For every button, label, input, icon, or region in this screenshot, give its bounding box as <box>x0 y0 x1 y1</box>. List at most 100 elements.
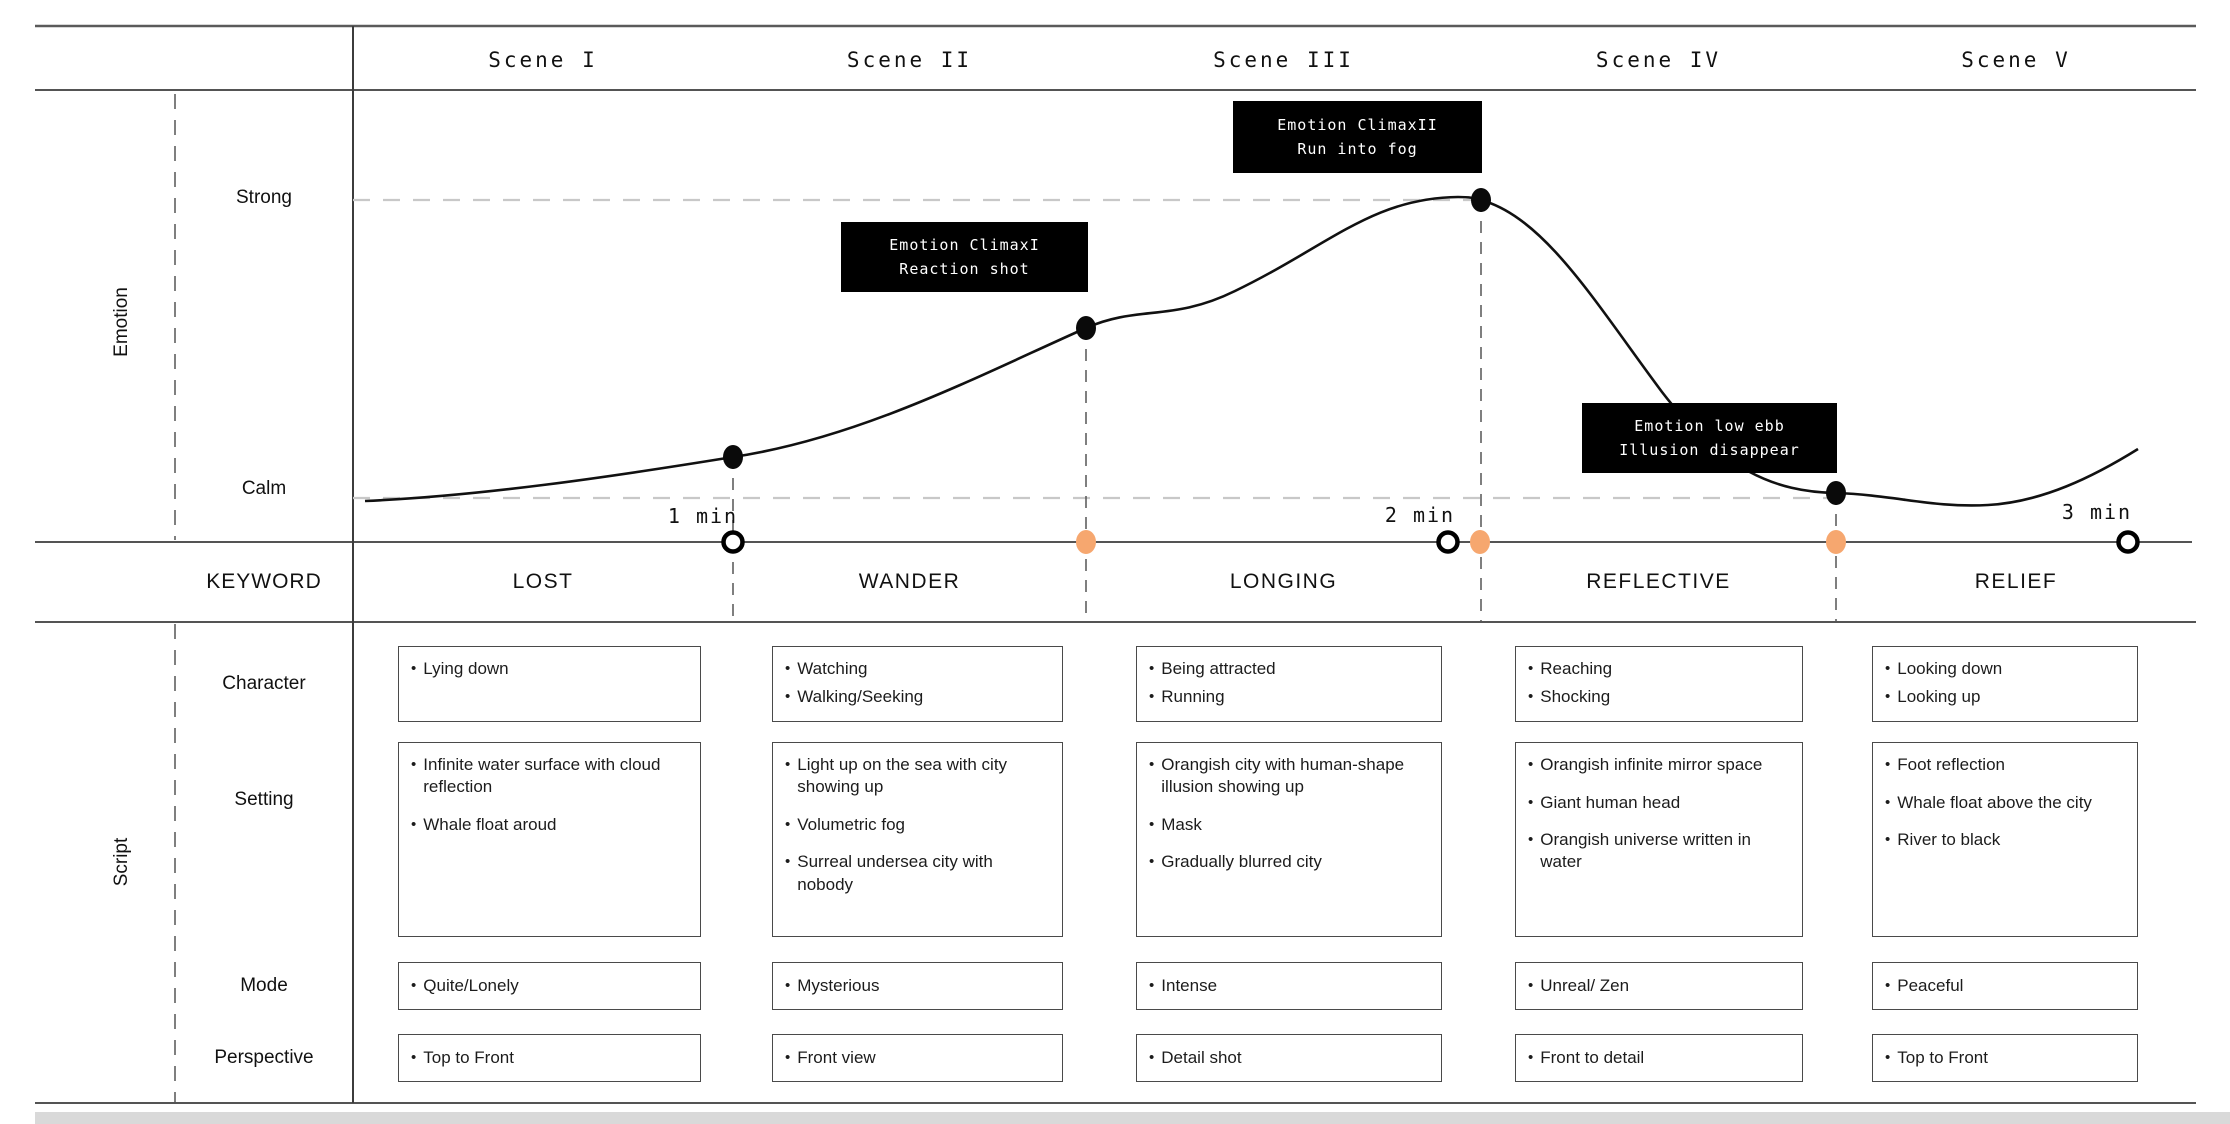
time-marker-circle-1min <box>721 530 745 554</box>
keyword-scene5: RELIEF <box>1974 570 2058 593</box>
bullet-text: Being attracted <box>1161 659 1276 678</box>
perspective-box-scene5: •Top to Front <box>1872 1034 2138 1082</box>
annotation-climax2-title: Emotion ClimaxII <box>1277 115 1438 134</box>
bullet-text: Shocking <box>1540 686 1611 706</box>
bullet-dot: • <box>785 756 791 773</box>
perspective-box-scene2: •Front view <box>772 1034 1063 1082</box>
bullet-text: Reaching <box>1540 659 1613 678</box>
bullet-item: •Top to Front <box>1885 1047 2127 1070</box>
bullet-item: • Mask <box>1149 814 1431 837</box>
bullet-dot: • <box>1149 687 1155 705</box>
scene-header-3: Scene III <box>1213 48 1354 72</box>
bullet-text: Surreal undersea city with nobody <box>797 852 993 894</box>
scene-boundary-marker-orange-1 <box>1076 530 1096 554</box>
bullet-item: •Walking/Seeking <box>785 686 1052 709</box>
bullet-text: Running <box>1161 686 1225 706</box>
keyword-row-label: KEYWORD <box>206 570 322 593</box>
perspective-box-scene4: • Front to detail <box>1515 1034 1803 1082</box>
setting-box-scene5: •Foot reflection•Whale float above the c… <box>1872 742 2138 937</box>
bullet-dot: • <box>411 756 417 773</box>
bullet-item: •Giant human head <box>1528 792 1792 815</box>
scene-header-5: Scene V <box>1961 48 2071 72</box>
bullet-text: Top to Front <box>423 1047 514 1067</box>
bullet-text: Mask <box>1161 814 1202 834</box>
bullet-item: •Whale float above the city <box>1885 792 2127 815</box>
bullet-text: Lying down <box>423 659 509 678</box>
bullet-dot: • <box>1528 687 1534 705</box>
time-marker-circle-2min <box>1436 530 1460 554</box>
emotion-axis-label: Emotion <box>111 287 132 357</box>
mode-box-scene2: • Mysterious <box>772 962 1063 1010</box>
bullet-dot: • <box>785 660 791 677</box>
bullet-dot: • <box>411 1048 417 1066</box>
bullet-text: Infinite water surface with cloud reflec… <box>423 755 661 797</box>
bullet-text: Volumetric fog <box>797 814 905 834</box>
bullet-dot: • <box>1885 831 1891 848</box>
bullet-dot: • <box>411 976 417 994</box>
row-label-perspective: Perspective <box>214 1047 314 1068</box>
bullet-text: Looking up <box>1897 686 1981 706</box>
bottom-page-strip <box>35 1112 2230 1124</box>
bullet-item: • Orangish city with human-shape illusion… <box>1149 754 1431 799</box>
character-box-scene3: •Being attracted • Running <box>1136 646 1442 722</box>
bullet-dot: • <box>1149 756 1155 773</box>
annotation-lowebb-subtitle: Illusion disappear <box>1619 441 1800 459</box>
bullet-text: Orangish universe written in water <box>1540 830 1751 872</box>
bullet-item: • Surreal undersea city with nobody <box>785 851 1052 896</box>
bullet-item: • Front to detail <box>1528 1047 1792 1070</box>
bullet-dot: • <box>1885 660 1891 677</box>
keyword-scene1: LOST <box>512 570 574 593</box>
bullet-text: Whale float aroud <box>423 814 557 834</box>
bullet-dot: • <box>1149 853 1155 871</box>
bullet-item: • Shocking <box>1528 686 1792 709</box>
keyword-scene2: WANDER <box>858 570 961 593</box>
bullet-text: Orangish city with human-shape illusion … <box>1161 755 1405 797</box>
mode-box-scene5: •Peaceful <box>1872 962 2138 1010</box>
strong-level-label: Strong <box>236 187 292 208</box>
calm-level-label: Calm <box>241 478 287 499</box>
bullet-dot: • <box>1149 976 1155 994</box>
curve-point-dot-climax2 <box>1471 188 1491 212</box>
bullet-text: Mysterious <box>797 975 880 995</box>
setting-box-scene3: • Orangish city with human-shape illusion… <box>1136 742 1442 937</box>
scene-header-2: Scene II <box>846 48 973 72</box>
row-label-setting: Setting <box>234 789 294 810</box>
curve-point-dot-lowebb <box>1826 481 1846 505</box>
bullet-item: •Lying down <box>411 658 690 681</box>
bullet-item: •Quite/Lonely <box>411 975 690 998</box>
time-label-2min: 2 min <box>1384 503 1456 527</box>
keyword-scene3: LONGING <box>1229 570 1338 593</box>
bullet-dot: • <box>1528 793 1534 811</box>
bullet-item: •Peaceful <box>1885 975 2127 998</box>
row-label-mode: Mode <box>240 975 288 996</box>
bullet-item: •Front view <box>785 1047 1052 1070</box>
time-label-1min: 1 min <box>667 504 739 528</box>
bullet-dot: • <box>1149 815 1155 833</box>
scene-header-1: Scene I <box>488 48 598 72</box>
bullet-dot: • <box>785 1048 791 1066</box>
bullet-dot: • <box>1885 756 1891 773</box>
annotation-climax2: Emotion ClimaxII Run into fog <box>1233 101 1482 173</box>
annotation-lowebb-title: Emotion low ebb <box>1634 416 1785 435</box>
bullet-item: • Running <box>1149 686 1431 709</box>
bullet-item: •Intense <box>1149 975 1431 998</box>
bullet-text: Top to Front <box>1897 1047 1988 1067</box>
annotation-climax1-title: Emotion ClimaxI <box>889 235 1040 254</box>
setting-box-scene4: •Orangish infinite mirror space •Giant hu… <box>1515 742 1803 937</box>
bullet-dot: • <box>1528 976 1534 994</box>
bullet-dot: • <box>1528 1048 1534 1066</box>
bullet-dot: • <box>785 687 791 705</box>
bullet-dot: • <box>1528 831 1534 848</box>
bullet-item: •Orangish infinite mirror space <box>1528 754 1792 777</box>
bullet-item: •Being attracted <box>1149 658 1431 681</box>
bullet-item: • Top to Front <box>411 1047 690 1070</box>
bullet-text: Front to detail <box>1540 1047 1645 1067</box>
bullet-text: Looking down <box>1897 659 2003 678</box>
bullet-dot: • <box>785 976 791 994</box>
bullet-text: Gradually blurred city <box>1161 852 1322 872</box>
time-marker-circle-3min <box>2116 530 2140 554</box>
bullet-text: River to black <box>1897 830 2001 849</box>
bullet-dot: • <box>785 853 791 871</box>
